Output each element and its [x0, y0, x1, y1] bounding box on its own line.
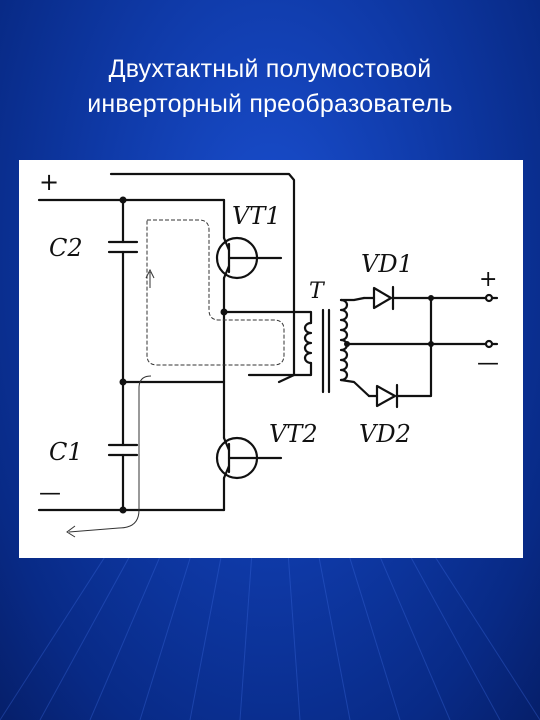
wire-vt1-drive [109, 172, 296, 384]
input-minus-label: — [39, 481, 61, 506]
current-path-loop [146, 219, 285, 366]
current-return-arrowhead [66, 525, 76, 538]
wire-vd2-out [395, 296, 433, 398]
circuit-diagram-panel: + — C2 C1 VT1 VT2 T VD1 VD2 + — [19, 160, 523, 558]
wire-primary-top [222, 310, 313, 325]
current-path-return [68, 375, 152, 533]
title-line-2: инверторный преобразователь [87, 90, 453, 118]
input-plus-label: + [39, 168, 59, 196]
wire-secondary-top [339, 296, 366, 302]
vt2-emitter [222, 464, 231, 480]
slide-title: Двухтактный полумостовой инверторный пре… [20, 52, 520, 122]
output-plus-label: + [479, 267, 497, 292]
output-terminal-minus [484, 339, 494, 349]
wire-secondary-bottom [339, 378, 371, 398]
circuit-schematic: + — C2 C1 VT1 VT2 T VD1 VD2 + — [37, 168, 499, 538]
title-line-1: Двухтактный полумостовой [108, 55, 432, 83]
wire-primary-bottom [247, 361, 313, 377]
transformer-primary-winding [303, 321, 313, 365]
vt1-label: VT1 [232, 202, 281, 230]
c2-label: C2 [49, 234, 83, 262]
junction-dot [428, 295, 434, 301]
vd1-label: VD1 [361, 250, 413, 278]
output-minus-label: — [477, 351, 499, 376]
vt1-emitter [222, 264, 231, 280]
vt2-collector [222, 436, 231, 452]
junction-dot [119, 506, 127, 514]
vt2-label: VT2 [269, 420, 318, 448]
vd2-label: VD2 [359, 420, 411, 448]
current-up-arrowhead [145, 268, 155, 279]
vd2-body [375, 384, 397, 408]
junction-dot [220, 308, 228, 316]
vt1-collector [222, 236, 231, 252]
vd1-body [372, 286, 393, 310]
output-terminal-plus [484, 293, 494, 303]
transformer-label: T [309, 279, 326, 304]
junction-dot [428, 341, 434, 347]
transformer-secondary-winding [339, 298, 349, 382]
junction-dot [119, 196, 127, 204]
c1-label: C1 [49, 438, 83, 466]
junction-dot [119, 378, 127, 386]
junction-dot [344, 341, 350, 347]
